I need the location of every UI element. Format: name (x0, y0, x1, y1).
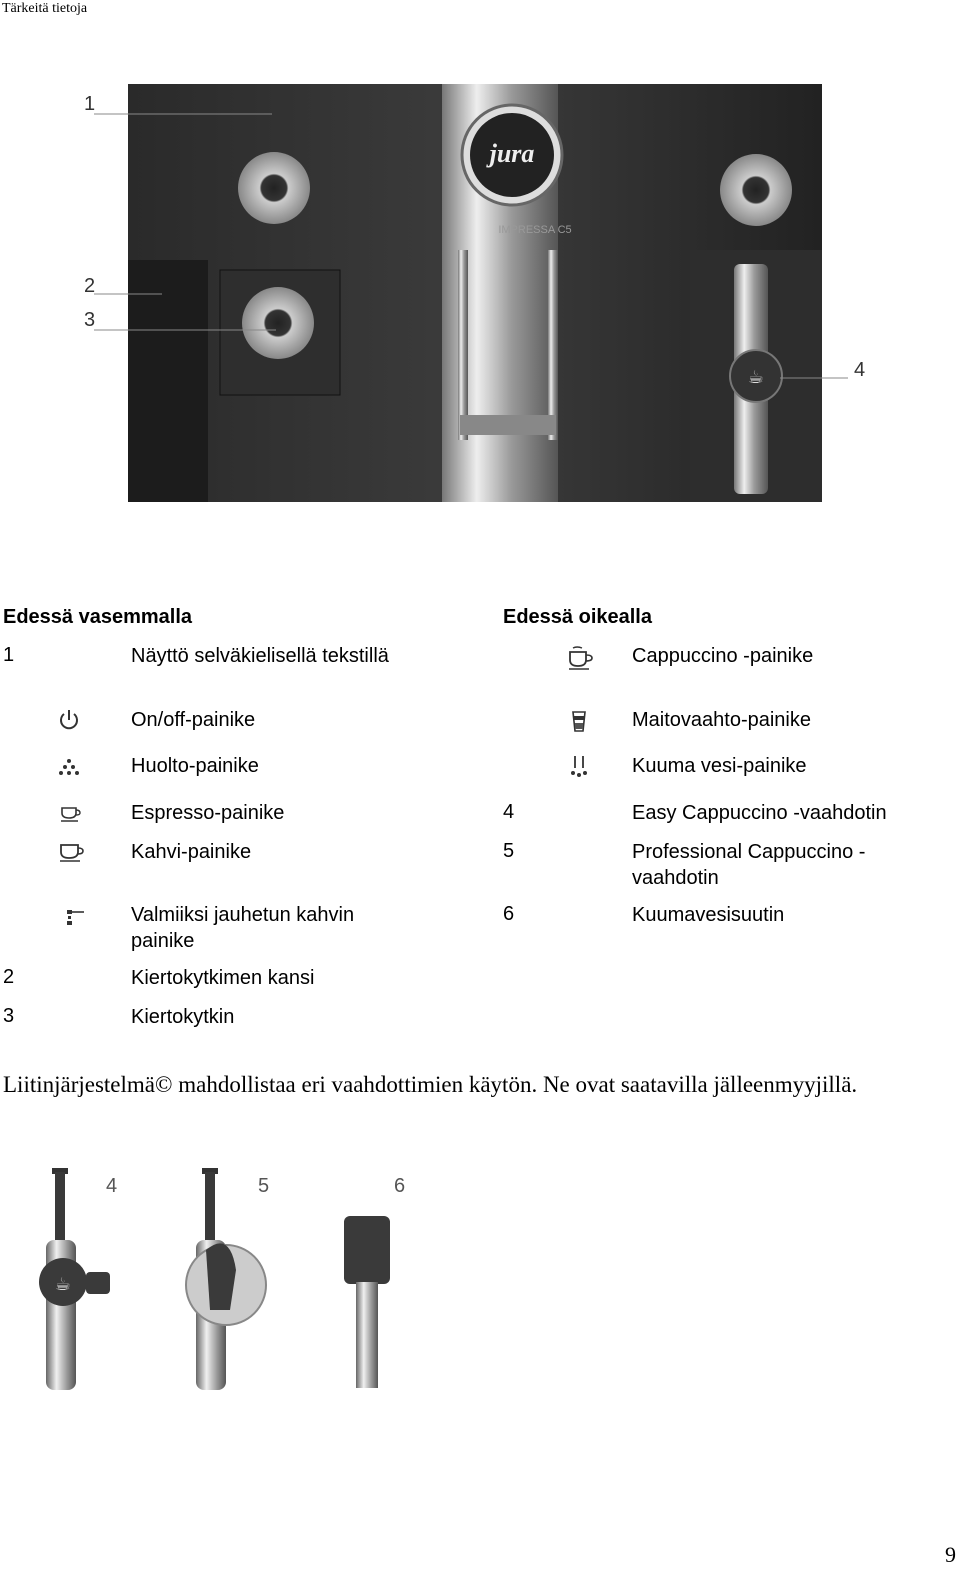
page-number: 9 (945, 1542, 956, 1567)
item-label: Kiertokytkin (131, 1006, 235, 1028)
item-label: Valmiiksi jauhetun kahvin painike (131, 904, 355, 952)
item-label: Maitovaahto-painike (632, 709, 811, 731)
frother-accessories-illustration: ☕ 4 5 6 (39, 1168, 405, 1390)
connector-system-note: Liitinjärjestelmä© mahdollistaa eri vaah… (3, 1072, 858, 1097)
accessory-callout-4: 4 (106, 1175, 117, 1197)
right-column-heading: Edessä oikealla (503, 606, 652, 628)
coffee-machine-illustration: jura IMPRESSA C5 ☕ 1 2 3 4 (84, 84, 865, 502)
brand-logo: jura (486, 139, 535, 168)
power-icon (60, 710, 78, 730)
svg-text:☕: ☕ (55, 1274, 71, 1294)
item-label: Espresso-painike (131, 802, 285, 824)
left-column-heading: Edessä vasemmalla (3, 606, 193, 628)
item-number: 5 (503, 840, 515, 862)
callout-3: 3 (84, 309, 95, 331)
callout-2: 2 (84, 275, 95, 297)
item-label: Kiertokytkimen kansi (131, 967, 315, 989)
coffee-cup-icon (60, 844, 84, 862)
maintenance-icon (59, 759, 79, 775)
accessory-callout-5: 5 (258, 1175, 269, 1197)
item-label: Huolto-painike (131, 755, 259, 777)
item-label: Cappuccino -painike (632, 645, 814, 667)
item-number: 3 (3, 1005, 15, 1027)
callout-1: 1 (84, 93, 95, 115)
item-label: Kuumavesisuutin (632, 904, 785, 926)
cappuccino-cup-icon (569, 646, 593, 670)
hot-water-icon (571, 756, 587, 777)
page-header: Tärkeitä tietoja (2, 1, 88, 16)
item-label: Kuuma vesi-painike (632, 755, 807, 777)
callout-4: 4 (854, 359, 865, 381)
item-label: Näyttö selväkielisellä tekstillä (131, 645, 389, 667)
item-label: Easy Cappuccino -vaahdotin (632, 802, 887, 824)
item-number: 4 (503, 801, 515, 823)
ground-coffee-icon (67, 910, 84, 925)
espresso-cup-icon (61, 807, 81, 822)
milk-foam-glass-icon (572, 711, 586, 732)
item-number: 6 (503, 903, 515, 925)
svg-text:☕: ☕ (748, 367, 764, 387)
item-label: Kahvi-painike (131, 841, 252, 863)
item-label: On/off-painike (131, 709, 256, 731)
model-label: IMPRESSA C5 (498, 224, 571, 236)
accessory-callout-6: 6 (394, 1175, 405, 1197)
item-label: Professional Cappuccino - vaahdotin (632, 841, 866, 889)
item-number: 2 (3, 966, 15, 988)
item-number: 1 (3, 644, 15, 666)
